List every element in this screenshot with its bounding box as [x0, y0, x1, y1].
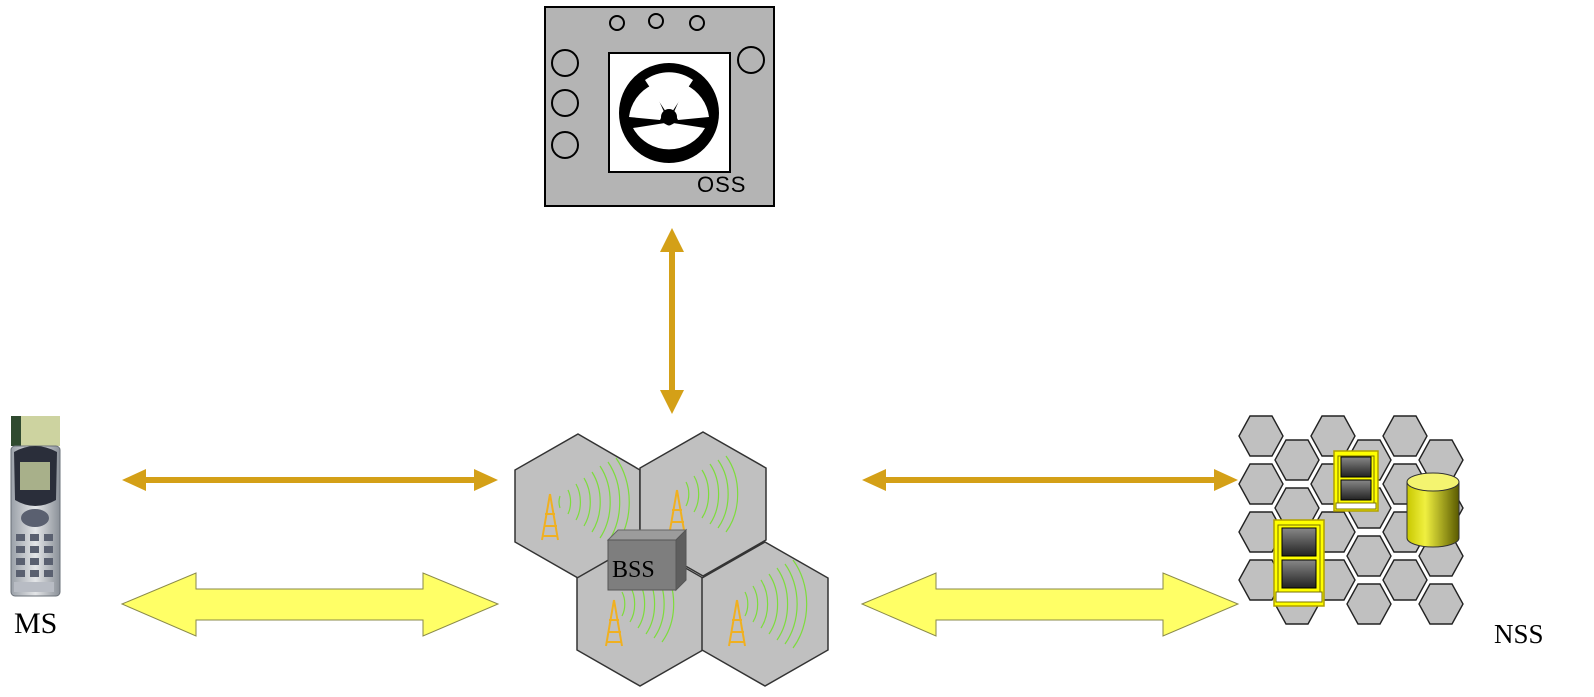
ms-label: MS — [14, 607, 57, 640]
bss-antenna-1 — [541, 457, 630, 547]
oss-wheel-icon — [619, 63, 719, 163]
oss-knob-left-2 — [551, 89, 579, 117]
oss-console: OSS — [544, 6, 775, 207]
oss-knob-top-1 — [609, 15, 625, 31]
oss-knob-right — [737, 46, 765, 74]
bss-label: BSS — [612, 557, 655, 583]
nss-cabinet-small — [1333, 450, 1379, 512]
signal-arrow-ms-bss — [122, 469, 498, 491]
mobile-phone-icon — [10, 416, 61, 597]
bss-antenna-4 — [728, 559, 808, 649]
bss-cell-4 — [701, 541, 829, 687]
nss-label: NSS — [1494, 619, 1544, 649]
oss-knob-left-3 — [551, 131, 579, 159]
bss-box: BSS — [606, 528, 688, 592]
oss-knob-top-2 — [648, 13, 664, 29]
nss-database-icon — [1406, 472, 1460, 548]
signal-arrow-oss-bss — [660, 228, 684, 414]
oss-knob-left-1 — [551, 49, 579, 77]
traffic-arrow-bss-nss — [860, 572, 1240, 637]
nss-switch-icon — [1238, 415, 1464, 625]
bss-antenna-2 — [668, 455, 739, 537]
traffic-arrow-ms-bss — [120, 572, 500, 637]
nss-cabinet-large — [1273, 519, 1325, 607]
oss-knob-top-3 — [689, 15, 705, 31]
oss-label: OSS — [697, 172, 746, 197]
signal-arrow-bss-nss — [862, 469, 1238, 491]
